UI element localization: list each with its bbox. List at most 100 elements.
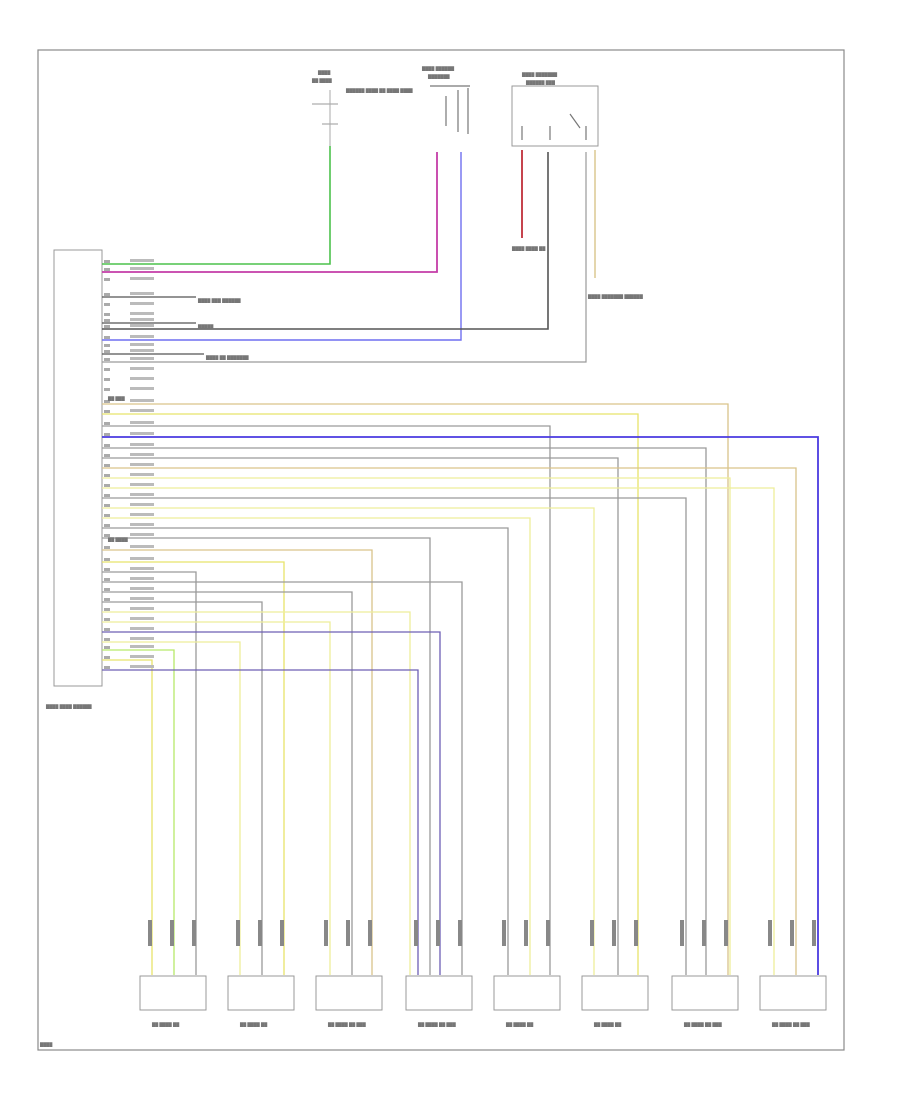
pin-number-1	[104, 260, 110, 263]
pin-number-26	[104, 504, 110, 507]
pin-number-30	[104, 546, 110, 549]
pin-number-16	[104, 400, 110, 403]
diagram-frame	[37, 49, 845, 1051]
switch-sub-label: ██████ ███	[525, 80, 556, 85]
wire-code-35	[130, 597, 154, 600]
pin-number-35	[104, 598, 110, 601]
pin-number-7	[104, 319, 110, 322]
sensor-1-pin-1	[148, 920, 152, 946]
fuse-sub-label: ██ ████	[311, 78, 333, 83]
wire-conn1-13	[102, 527, 509, 975]
sensor-label-1: ██ ████ ██	[151, 1022, 180, 1027]
sensor-3-pin-2	[346, 920, 350, 946]
pin-number-5	[104, 303, 110, 306]
wire-code-17	[130, 409, 154, 412]
wire-conn1-8	[102, 477, 731, 975]
sensor-8-pin-3	[812, 920, 816, 946]
wire-code-39	[130, 637, 154, 640]
wire-code-28	[130, 523, 154, 526]
sensor-2-pin-1	[236, 920, 240, 946]
wire-code-23	[130, 473, 154, 476]
sensor-label-5: ██ ████ ██	[505, 1022, 534, 1027]
wire-code-24	[130, 483, 154, 486]
wire-magenta-horn	[102, 152, 438, 273]
wire-conn2-12	[102, 659, 153, 975]
pin-number-37	[104, 618, 110, 621]
wire-code-11	[130, 349, 154, 352]
wire-conn1-1	[102, 403, 729, 975]
horn-sub-label: ███████	[427, 74, 450, 79]
wire-code-26	[130, 503, 154, 506]
connector-x2: ██ ████	[107, 537, 129, 542]
connector-x1: ██ ███	[107, 396, 126, 401]
sensor-box-6	[581, 975, 649, 1011]
wire-conn2-3	[102, 571, 197, 975]
wire-conn1-12	[102, 517, 531, 975]
wires	[102, 146, 819, 975]
pin-number-15	[104, 388, 110, 391]
wire-conn1-6	[102, 457, 619, 975]
pin-number-36	[104, 608, 110, 611]
sensor-5-pin-1	[502, 920, 506, 946]
sensor-box-1	[139, 975, 207, 1011]
wire-conn1-4	[102, 436, 819, 975]
wire-code-42	[130, 665, 154, 668]
sensor-1-pin-3	[192, 920, 196, 946]
door-note-2: █████	[197, 324, 214, 329]
pin-number-2	[104, 268, 110, 271]
wire-conn1-10	[102, 497, 687, 975]
wire-conn2-1	[102, 549, 373, 975]
wire-code-40	[130, 645, 154, 648]
pin-number-10	[104, 344, 110, 347]
pin-number-11	[104, 350, 110, 353]
sensor-box-5	[493, 975, 561, 1011]
wire-code-4	[130, 292, 154, 295]
wire-conn1-9	[102, 487, 775, 975]
pin-number-40	[104, 646, 110, 649]
wire-code-2	[130, 267, 154, 270]
sensor-8-pin-1	[768, 920, 772, 946]
wire-code-12	[130, 357, 154, 360]
door-note-3: ████ ██ ███████	[205, 355, 249, 360]
pin-number-29	[104, 534, 110, 537]
wire-black-switch	[102, 152, 549, 330]
wire-code-9	[130, 335, 154, 338]
wire-code-8	[130, 324, 154, 327]
sensor-box-4	[405, 975, 473, 1011]
sensor-4-pin-2	[436, 920, 440, 946]
wire-code-15	[130, 387, 154, 390]
sensor-label-6: ██ ████ ██	[593, 1022, 622, 1027]
pin-number-8	[104, 325, 110, 328]
wire-code-30	[130, 545, 154, 548]
pin-number-3	[104, 278, 110, 281]
pin-number-41	[104, 656, 110, 659]
wire-conn2-13	[102, 669, 419, 975]
horn-symbol	[430, 85, 470, 134]
switch-note: ████ ███████ ██████	[587, 294, 644, 299]
sensor-8-pin-2	[790, 920, 794, 946]
wire-code-19	[130, 432, 154, 435]
wire-conn1-7	[102, 467, 797, 975]
wire-conn2-11	[102, 649, 175, 975]
pin-number-21	[104, 454, 110, 457]
wire-code-41	[130, 655, 154, 658]
switch-box	[511, 85, 599, 147]
wire-code-21	[130, 453, 154, 456]
sensor-5-pin-3	[546, 920, 550, 946]
pin-number-38	[104, 628, 110, 631]
horn-label: ████ ██████	[421, 66, 455, 71]
wire-conn1-11	[102, 507, 595, 975]
sensor-2-pin-2	[258, 920, 262, 946]
pin-number-34	[104, 588, 110, 591]
wire-code-3	[130, 277, 154, 280]
pin-number-14	[104, 378, 110, 381]
wire-conn2-10	[102, 641, 241, 975]
pin-number-6	[104, 313, 110, 316]
pin-number-32	[104, 568, 110, 571]
wire-conn2-4	[102, 581, 463, 975]
pin-number-25	[104, 494, 110, 497]
sensor-6-pin-3	[634, 920, 638, 946]
pin-number-20	[104, 444, 110, 447]
fuse-label: ████	[317, 70, 331, 75]
